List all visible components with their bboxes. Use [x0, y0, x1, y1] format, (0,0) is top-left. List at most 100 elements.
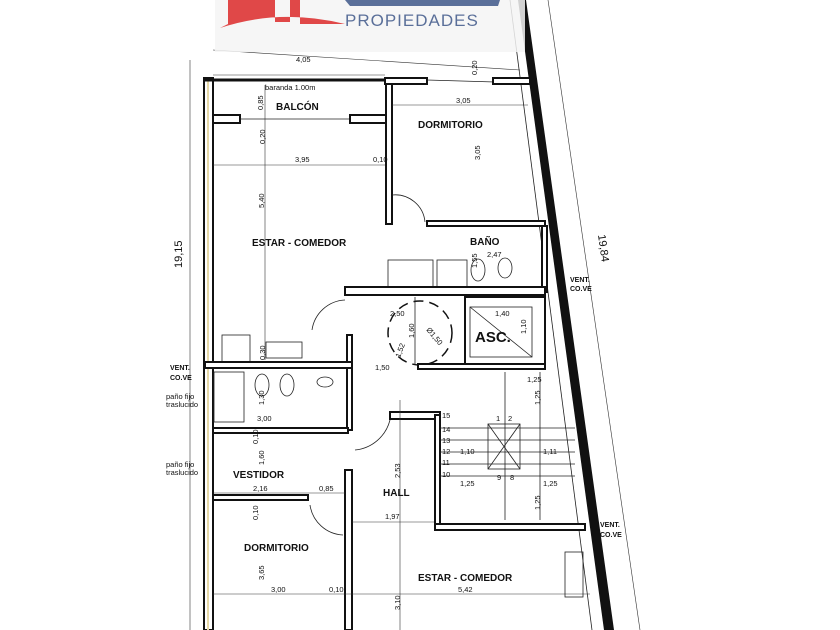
dim-stair-125b: 1,25 [533, 390, 542, 405]
elevator-cabin [469, 306, 533, 358]
dim-total-left: 19,15 [173, 240, 185, 268]
bidet2-icon [279, 373, 295, 397]
wall-stair-left [434, 414, 441, 528]
stair-step-8: 8 [510, 473, 514, 482]
wall-top-seg [384, 77, 428, 85]
dim-stair-125a: 1,25 [527, 375, 542, 384]
room-vestidor: VESTIDOR [233, 470, 285, 481]
stair-step-12: 12 [442, 447, 450, 456]
door-dorm2 [309, 504, 344, 536]
wall-right-slanted [518, 0, 614, 630]
dim-estar2-w: 5,42 [458, 585, 473, 594]
dim-estar2-h: 3,10 [393, 595, 402, 610]
kitchen-cabinet [387, 259, 434, 291]
room-dormitorio-top: DORMITORIO [418, 120, 483, 131]
dim-stair-125e: 1,25 [533, 495, 542, 510]
dim-total-right: 19,84 [595, 234, 611, 263]
dim-bath2-h: 1,30 [257, 390, 266, 405]
dim-dorm2-h: 3,65 [257, 565, 266, 580]
note-pano1: paño fijo [166, 392, 194, 401]
kitchen-sink2-icon [564, 551, 584, 598]
dim-estar-w: 3,95 [295, 155, 310, 164]
logo-subtitle: PROPIEDADES [345, 11, 479, 30]
room-dormitorio-bottom: DORMITORIO [244, 543, 309, 554]
dim-vest-010: 0,10 [251, 429, 260, 444]
window-dorm [426, 79, 496, 83]
dim-wall-020: 0,20 [258, 129, 267, 144]
dim-bano-w: 2,47 [487, 250, 502, 259]
stair-step-11: 11 [442, 458, 450, 467]
dim-asc-h: 1,10 [519, 319, 528, 334]
guide-line [212, 49, 521, 71]
wall-hall-left [344, 469, 353, 630]
basin-icon [316, 376, 334, 388]
stair-step-10: 10 [442, 470, 450, 479]
wall-balcon-right [349, 114, 391, 124]
dim-circ-250: 2,50 [390, 309, 405, 318]
dim-top-020: 0,20 [470, 60, 479, 75]
dim-dorm2-w: 3,00 [271, 585, 286, 594]
wall-mid [344, 286, 546, 296]
wall-kitchen-right [346, 334, 353, 431]
dim-dorm2-010: 0,10 [251, 505, 260, 520]
dim-dorm2-010b: 0,10 [329, 585, 344, 594]
wall-kitchen-bottom [204, 361, 353, 369]
stair-void-cross2 [487, 423, 521, 470]
dim-circ-152: 1,52 [393, 342, 406, 359]
bano-cabinet [436, 259, 468, 291]
dim-dorm-w: 3,05 [456, 96, 471, 105]
dim-estar-h: 5,40 [257, 193, 266, 208]
note-vent3b: CO.VE [600, 532, 622, 539]
dim-hall-h: 2,53 [393, 463, 402, 478]
door-dorm [391, 194, 426, 223]
stair-treads [440, 372, 575, 520]
wall-bano-top [426, 220, 546, 227]
wall-bano-right [541, 225, 548, 293]
dim-vest-h: 1,60 [257, 450, 266, 465]
wall-stair-bottom [434, 523, 586, 531]
dim-stair-125d: 1,25 [543, 479, 558, 488]
stair-step-1: 1 [496, 414, 500, 423]
note-pano2b: traslucido [166, 468, 198, 477]
logo-wordmark-cropped [345, 0, 500, 6]
stair-step-13: 13 [442, 436, 450, 445]
toilet-icon [470, 258, 486, 282]
wall-balcon-left [212, 114, 241, 124]
room-balcon: BALCÓN [276, 100, 319, 113]
dim-balcon-w: 4,05 [296, 55, 311, 64]
stair-step-15: 15 [442, 411, 450, 420]
wall-bath2-bottom [212, 427, 349, 434]
elevator-cross [469, 306, 533, 358]
company-logo [220, 0, 500, 28]
shower-icon [213, 371, 245, 423]
dim-circ-diameter: Ø1,50 [424, 326, 444, 347]
dim-asc-w: 1,40 [495, 309, 510, 318]
note-vent2: VENT. [170, 365, 190, 372]
note-vent1: VENT. [570, 277, 590, 284]
stair-step-2: 2 [508, 414, 512, 423]
dim-vest-w: 2,16 [253, 484, 268, 493]
room-estar-bottom: ESTAR - COMEDOR [418, 573, 513, 584]
wall-elevator-bottom [417, 363, 546, 370]
dim-stair-125c: 1,25 [460, 479, 475, 488]
dim-kitchen-030: 0,30 [258, 345, 267, 360]
note-pano2: paño fijo [166, 460, 194, 469]
dim-stair-110: 1,10 [460, 447, 475, 456]
note-vent3: VENT. [600, 522, 620, 529]
room-hall: HALL [383, 488, 410, 499]
dim-bath2-w: 3,00 [257, 414, 272, 423]
sink-icon [265, 341, 303, 359]
dim-vest-085: 0,85 [319, 484, 334, 493]
stair-step-14: 14 [442, 425, 450, 434]
stove-icon [221, 334, 251, 363]
dim-hall-w-text: 1,97 [385, 512, 400, 521]
note-vent2b: CO.VE [170, 375, 192, 382]
stair-step-9: 9 [497, 473, 501, 482]
note-pano1b: traslucido [166, 400, 198, 409]
dim-stair-111: 1,11 [543, 447, 557, 456]
room-estar-top: ESTAR - COMEDOR [252, 238, 347, 249]
dim-circ-160: 1,60 [407, 323, 416, 338]
door-hall [354, 419, 391, 451]
